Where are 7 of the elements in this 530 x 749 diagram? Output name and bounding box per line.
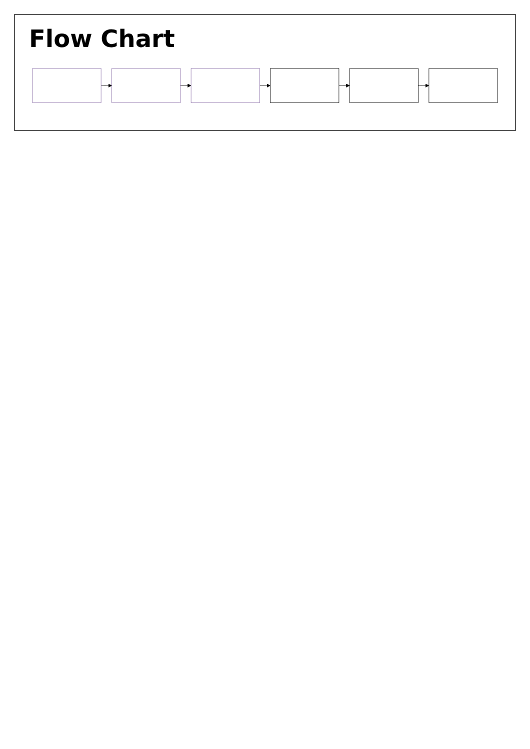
node-box: [428, 68, 498, 103]
node-box: [32, 68, 102, 103]
node-box: [349, 68, 418, 103]
node-box: [190, 68, 260, 103]
title: Flow Chart: [29, 25, 176, 53]
node-box: [112, 68, 181, 103]
node-box: [270, 68, 340, 103]
